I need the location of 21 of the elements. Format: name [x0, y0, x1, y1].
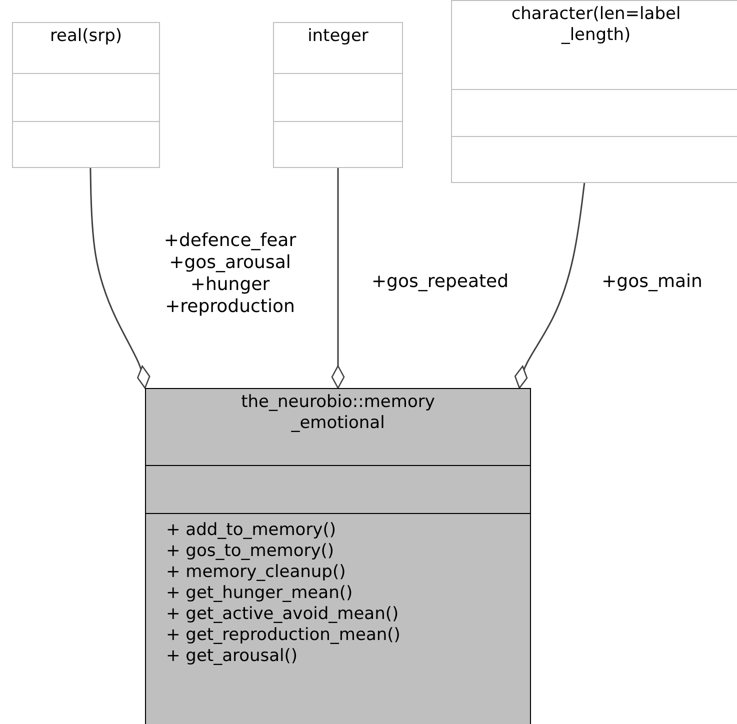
class-name: real(srp) — [48, 26, 124, 47]
method-name: + get_reproduction_mean() — [165, 625, 402, 646]
uml-class-box — [451, 0, 737, 183]
method-name: + add_to_memory() — [165, 520, 338, 541]
class-name: integer — [306, 26, 370, 47]
edge-label: +gos_main — [602, 271, 702, 293]
uml-class-box — [145, 388, 531, 724]
method-name: + get_arousal() — [165, 646, 299, 667]
uml-class-box — [12, 22, 160, 168]
uml-class-box — [273, 22, 403, 168]
method-name: + get_active_avoid_mean() — [165, 604, 400, 625]
class-name: character(len=label _length) — [510, 4, 682, 46]
edge-label: +gos_repeated — [371, 271, 509, 293]
method-name: + gos_to_memory() — [165, 541, 336, 562]
aggregation-connector — [90, 168, 150, 389]
method-name: + get_hunger_mean() — [165, 583, 354, 604]
aggregation-connector — [514, 182, 586, 389]
edge-label: +defence_fear +gos_arousal +hunger +reproduction — [164, 230, 296, 318]
class-name: the_neurobio::memory _emotional — [240, 392, 436, 434]
method-name: + memory_cleanup() — [165, 562, 347, 583]
aggregation-connector — [331, 168, 345, 389]
